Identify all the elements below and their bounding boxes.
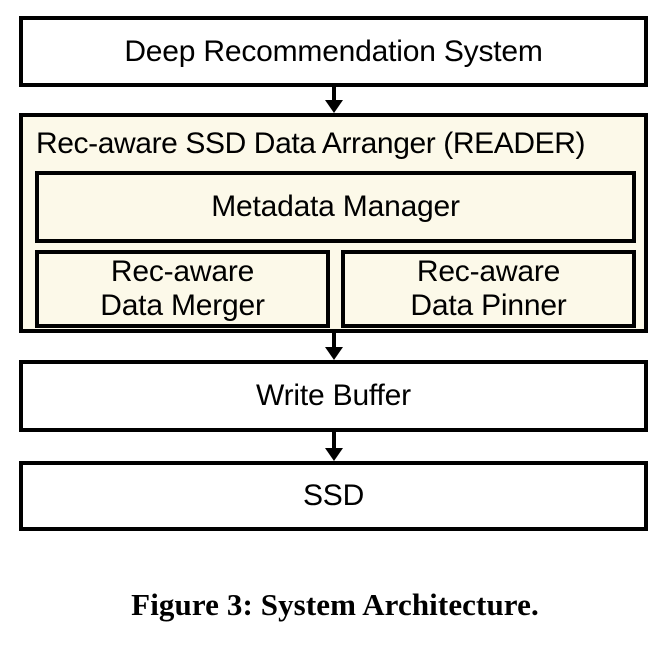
block-metadata-manager: Metadata Manager xyxy=(35,171,636,243)
block-rec-aware-data-pinner: Rec-aware Data Pinner xyxy=(341,250,636,328)
block-label-rec-aware-data-merger: Rec-aware Data Merger xyxy=(100,255,265,322)
arrow-head xyxy=(325,347,343,360)
block-label-reader-title: Rec-aware SSD Data Arranger (READER) xyxy=(36,119,636,169)
block-label-write-buffer: Write Buffer xyxy=(256,379,411,413)
arrow-head xyxy=(325,448,343,461)
arrow-shaft xyxy=(332,333,336,348)
reader-title-text: Rec-aware SSD Data Arranger (READER) xyxy=(36,127,586,160)
block-reader-container: Rec-aware SSD Data Arranger (READER) Met… xyxy=(19,113,648,333)
block-ssd: SSD xyxy=(19,461,648,531)
block-deep-recommendation-system: Deep Recommendation System xyxy=(19,16,648,87)
arrow-shaft xyxy=(332,432,336,449)
arrow-drs-to-reader xyxy=(321,87,347,113)
block-rec-aware-data-merger: Rec-aware Data Merger xyxy=(35,250,330,328)
block-label-rec-aware-data-pinner: Rec-aware Data Pinner xyxy=(410,255,567,322)
arrow-reader-to-write-buffer xyxy=(321,333,347,360)
block-write-buffer: Write Buffer xyxy=(19,360,648,432)
block-label-metadata-manager: Metadata Manager xyxy=(211,190,460,224)
arrow-shaft xyxy=(332,87,336,101)
arrow-head xyxy=(325,100,343,113)
figure-caption: Figure 3: System Architecture. xyxy=(131,587,539,622)
arrow-write-buffer-to-ssd xyxy=(321,432,347,461)
block-label-ssd: SSD xyxy=(302,479,365,513)
block-label-deep-recommendation-system: Deep Recommendation System xyxy=(124,34,543,68)
